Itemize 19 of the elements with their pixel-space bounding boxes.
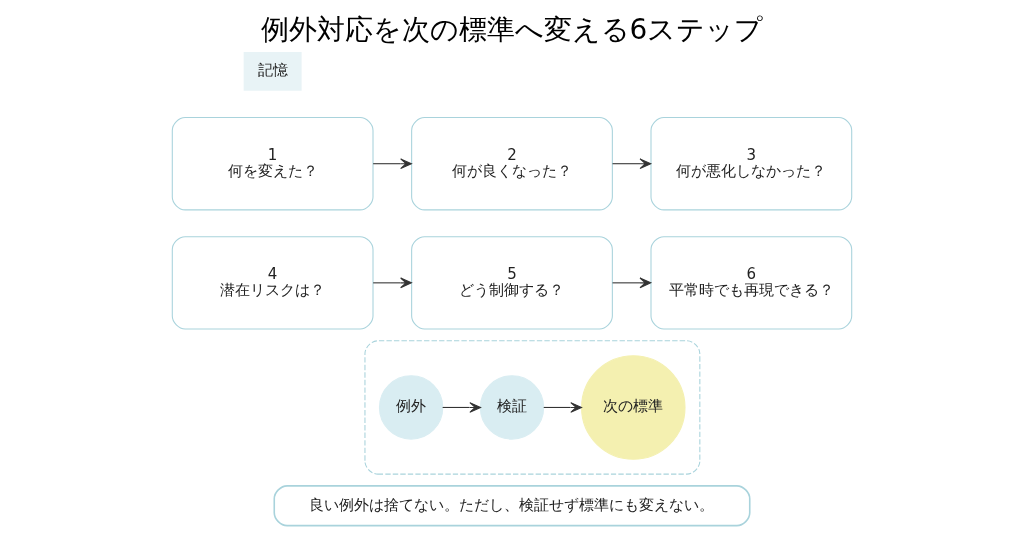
cluster	[364, 340, 701, 475]
node-circle: 検証	[479, 375, 545, 440]
arrow	[611, 277, 652, 289]
node-box: 6 平常時でも再現できる？	[650, 236, 853, 330]
arrow	[611, 158, 652, 170]
node-circle: 次の標準	[581, 355, 686, 460]
arrow	[543, 402, 583, 413]
node-circle: 例外	[378, 375, 444, 440]
label: 記憶	[257, 61, 288, 80]
node-box: 4 潜在リスクは？	[171, 236, 374, 330]
arrow	[372, 277, 412, 289]
diagram-title: 例外対応を次の標準へ変える6ステップ	[260, 12, 764, 46]
node-box: 2 何が良くなった？	[411, 117, 613, 211]
node-box: 3 何が悪化しなかった？	[650, 117, 853, 211]
arrow	[372, 158, 412, 170]
node-box: 1 何を変えた？	[171, 117, 374, 211]
arrow	[442, 402, 482, 413]
node-box: 5 どう制御する？	[411, 236, 613, 330]
node-box: 良い例外は捨てない。ただし、検証せず標準にも変えない。	[273, 485, 751, 527]
